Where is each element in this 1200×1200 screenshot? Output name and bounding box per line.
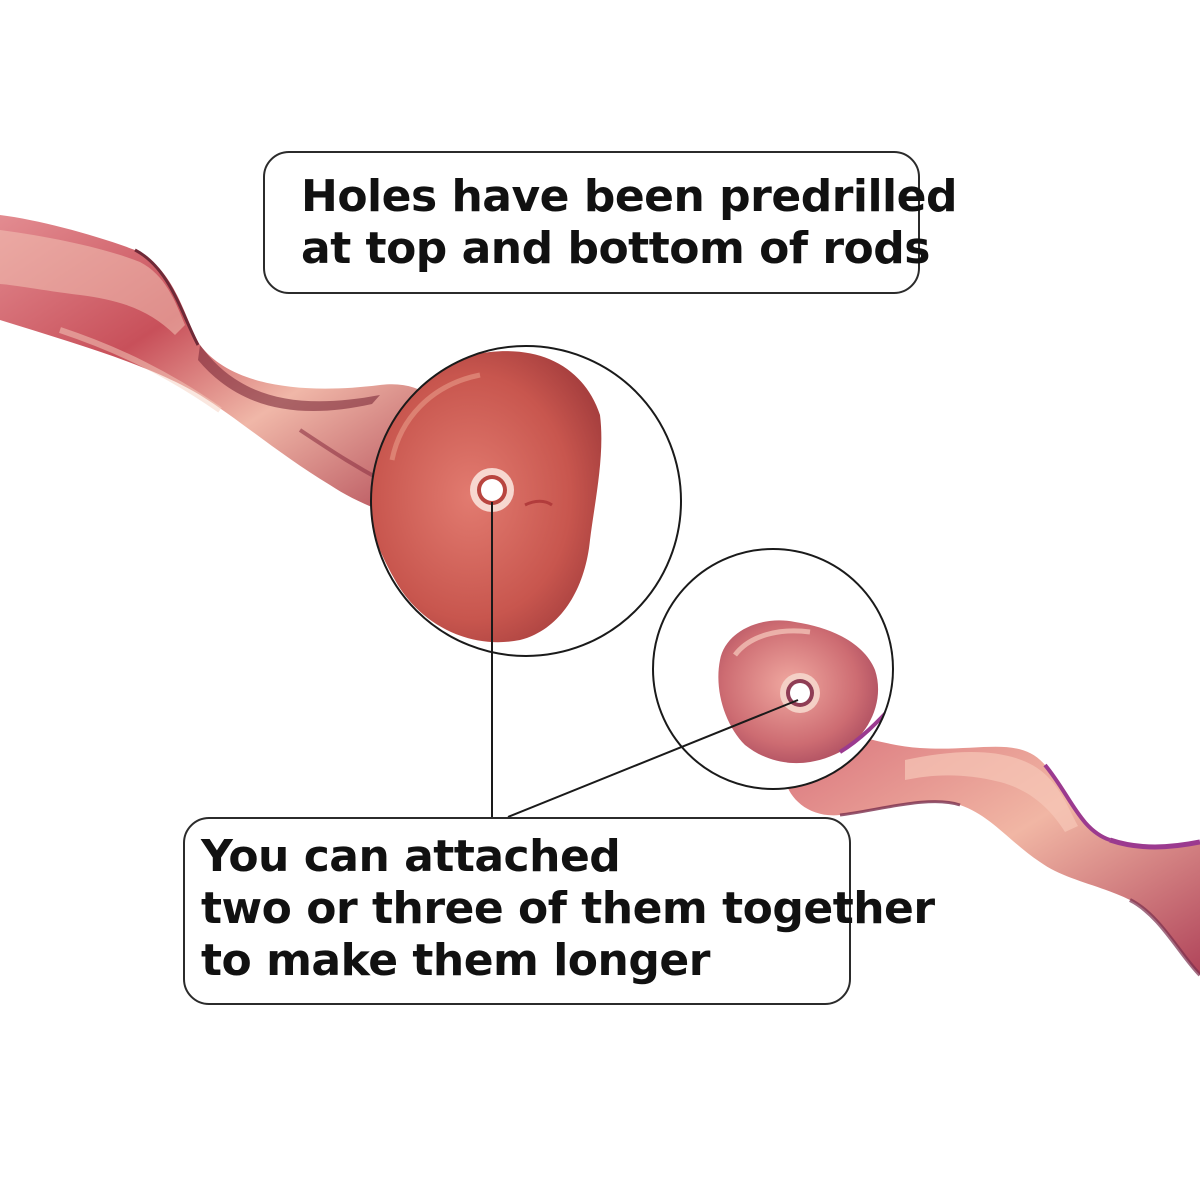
callout-attach-together: You can attached two or three of them to…	[183, 817, 935, 1005]
right-twisted-rod	[785, 720, 1200, 977]
magnifier-circle-small	[652, 548, 894, 790]
callout-predrilled-holes: Holes have been predrilled at top and bo…	[263, 151, 957, 294]
callout-bottom-line-3: to make them longer	[201, 935, 710, 986]
left-twisted-rod	[0, 215, 470, 525]
drilled-hole-large	[470, 468, 514, 512]
callout-top-line-1: Holes have been predrilled	[301, 171, 957, 222]
drilled-hole-small	[780, 673, 820, 713]
callout-bottom-line-1: You can attached	[201, 831, 621, 882]
callout-top-line-2: at top and bottom of rods	[301, 223, 930, 274]
leader-line-small	[507, 699, 799, 818]
callout-bottom-line-2: two or three of them together	[201, 883, 935, 934]
